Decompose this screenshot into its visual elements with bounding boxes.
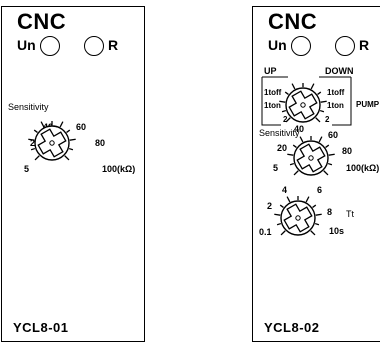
knob-scale-tick [284,91,289,95]
time-tick-0-1: 0.1 [259,227,272,237]
knob-scale-tick [279,100,286,103]
knob-scale-tick [289,162,295,166]
un-indicator-lamp [40,36,60,56]
knob-scale-tick [293,170,299,176]
time-tick-6: 6 [317,185,323,195]
model-label: YCL8-01 [13,320,69,335]
switch-right-top: 1toff [327,88,345,97]
un-label: Un [17,37,36,53]
knob-scale-tick [310,83,315,90]
tick-label-80: 80 [95,138,106,148]
knob-scale-tick [315,117,321,123]
knob-scale-tick [64,155,70,161]
un-label: Un [268,37,287,53]
brand-logo: CNC [268,9,318,34]
knob-scale-tick [318,136,323,143]
knob-scale-tick [69,138,76,141]
knob-scale-tick [325,144,330,148]
knob-scale-tick [28,138,35,141]
tick-label-100: 100(kΩ) [102,164,136,174]
tick-label-60: 60 [76,122,87,132]
sensitivity-knob[interactable] [28,121,76,161]
un-indicator-lamp [291,36,311,56]
knob-scale-tick [299,136,304,143]
knob-scale-tick [310,230,316,236]
knob-scale-tick [66,129,71,133]
r-indicator-lamp [335,36,355,56]
knob-scale-tick [68,147,74,151]
knob-scale-tick [317,91,322,95]
r-label: R [108,37,119,53]
switch-right-bottom: 2 [325,115,330,124]
switch-right-mid: 1ton [327,101,344,110]
knob-scale-tick [319,109,325,113]
knob-center [300,102,306,108]
knob-scale-tick [279,204,284,208]
switch-brackets [261,76,352,126]
knob-scale-tick [287,153,294,156]
knob-scale-tick [33,129,38,133]
knob-scale-tick [305,196,310,203]
knob-scale-tick [314,222,320,226]
ycl8-02-panel: CNC Un R UP DOWN 1toff 1ton 2 1toff 1ton… [252,6,380,342]
time-label: Tt [346,209,354,219]
sensitivity-label: Sensitivity [8,102,49,112]
knob-scale-tick [40,121,45,128]
knob-scale-tick [286,196,291,203]
knob-scale-tick [34,155,40,161]
knob-scale-tick [320,100,327,103]
sensitivity-label: Sensitivity [259,128,300,138]
knob-scale-tick [30,147,36,151]
switch-left-bottom: 2 [283,115,288,124]
sensitivity-knob[interactable] [287,136,335,176]
switch-up-label: UP [264,66,277,76]
knob-scale-tick [327,162,333,166]
knob-scale-tick [274,213,281,216]
switch-down-label: DOWN [325,66,354,76]
brand-logo: CNC [17,9,67,34]
knob-scale-tick [59,121,64,128]
model-label: YCL8-02 [264,320,320,335]
knob-center [308,155,314,161]
knob-scale-tick [276,222,282,226]
knob-center [49,140,55,146]
knob-scale-tick [292,144,297,148]
knob-scale-tick [328,153,335,156]
tick-label-5: 5 [24,164,30,174]
time-tick-8: 8 [327,207,333,217]
tick-label-5: 5 [273,163,279,173]
knob-scale-tick [315,213,322,216]
knob-scale-tick [281,109,287,113]
tick-label-60: 60 [328,130,339,140]
tick-label-80: 80 [342,146,353,156]
ycl8-01-panel: CNC Un R Sensitivity 40 60 20 80 5 100(k… [1,6,145,342]
tick-label-100: 100(kΩ) [346,163,380,173]
knob-center [295,215,301,221]
knob-scale-tick [312,204,317,208]
knob-scale-tick [280,230,286,236]
knob-scale-tick [285,117,291,123]
time-tick-2: 2 [267,201,273,211]
r-indicator-lamp [84,36,104,56]
tick-label-40: 40 [294,124,305,134]
tick-label-20: 20 [277,143,288,153]
time-knob[interactable] [274,196,322,236]
knob-scale-tick [323,170,329,176]
r-label: R [359,37,370,53]
time-tick-4: 4 [282,185,288,195]
switch-left-mid: 1ton [264,101,281,110]
switch-left-top: 1toff [264,88,282,97]
knob-scale-tick [291,83,296,90]
pump-label: PUMP [356,100,380,109]
time-tick-10s: 10s [329,226,345,236]
mode-switch-knob[interactable] [279,83,327,123]
